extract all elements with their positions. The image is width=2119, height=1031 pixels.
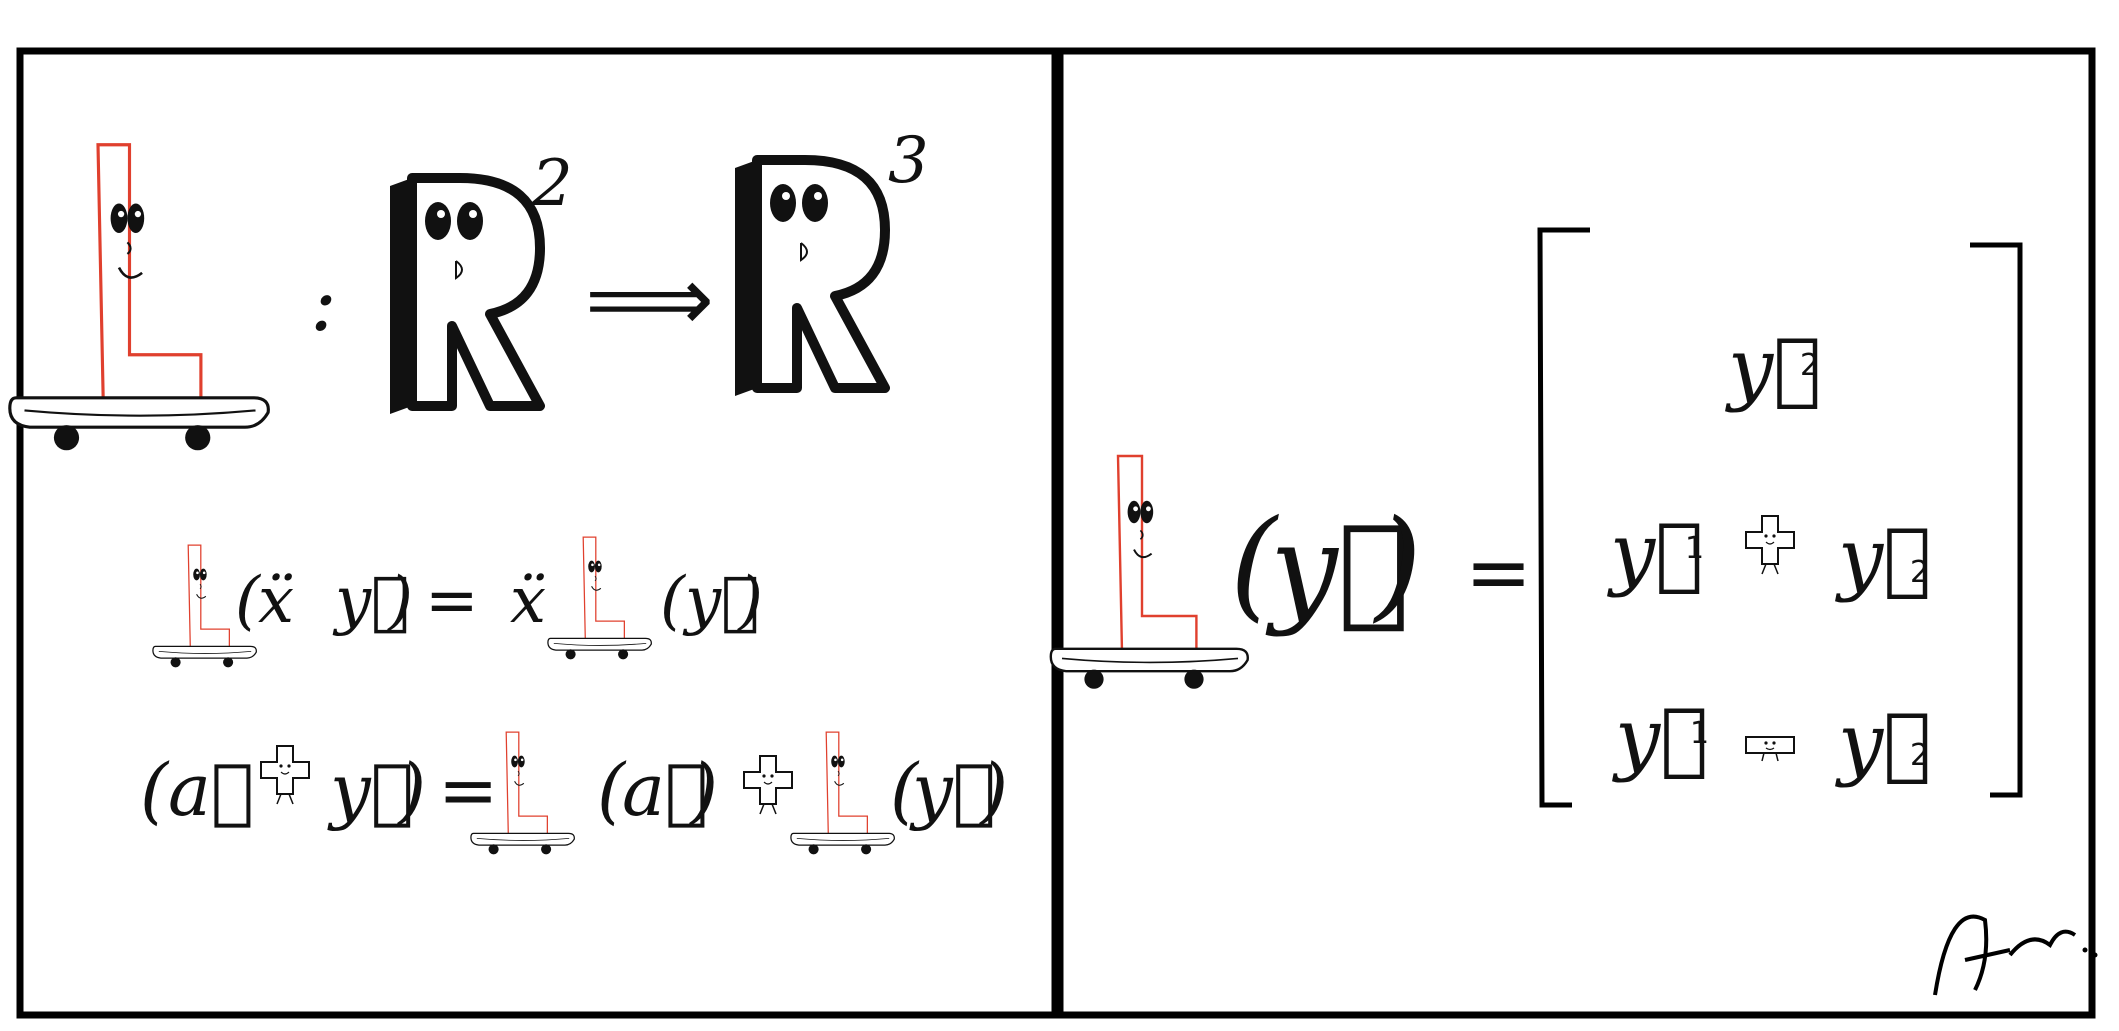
rhs-lhs-paren-open: ( [1230, 495, 1279, 634]
map-letter-large: L [138, 329, 139, 331]
map-character-small-2 [547, 536, 652, 660]
matrix-right-bracket [1970, 242, 2023, 798]
homog-scalar: ẍ [258, 564, 294, 638]
right-panel-frame [1056, 47, 2096, 1019]
minus-character-matrix [1745, 736, 1795, 762]
add-paren-close: ) [396, 748, 426, 832]
homog-paren-open: ( [235, 564, 262, 638]
homog-rhs-paren-open: ( [660, 564, 687, 638]
homog-paren-close: ) [386, 564, 413, 638]
matrix-r2-vector-b: y⃗ [1835, 511, 1931, 604]
add-paren-open: ( [140, 748, 170, 832]
domain-exponent: 2 [531, 147, 573, 221]
domain-space-character [390, 178, 540, 414]
homog-rhs-scalar: ẍ [510, 564, 546, 638]
matrix-r1-subscript: 2 [1800, 348, 1819, 383]
map-colon: : [310, 256, 337, 349]
rhs-equals: = [1465, 526, 1532, 619]
homog-vector: y⃗ [332, 564, 410, 638]
homog-equals: = [425, 564, 479, 638]
left-panel-frame [16, 47, 1059, 1019]
add-rhs-a-paren-open: ( [597, 748, 627, 832]
add-equals: = [438, 748, 498, 832]
matrix-left-bracket [1537, 227, 1590, 808]
maps-to-arrow: ⟹ [585, 247, 714, 352]
plus-character-2 [743, 755, 793, 815]
map-character-large [8, 143, 270, 452]
matrix-r3-vector-b: y⃗ [1835, 696, 1931, 789]
add-vector-a: a⃗ [168, 748, 254, 832]
matrix-r3-subscript-b: 2 [1910, 738, 1929, 773]
matrix-r3-vector-a: y⃗ [1612, 691, 1708, 784]
add-vector-y: y⃗ [327, 748, 414, 832]
matrix-r1-vector: y⃗ [1725, 321, 1821, 414]
artist-signature [1933, 914, 2098, 996]
map-character-medium [1049, 454, 1249, 690]
plus-character-1 [260, 745, 310, 805]
add-rhs-y-paren-close: ) [978, 748, 1008, 832]
rhs-lhs-vector: y⃗ [1265, 500, 1410, 639]
add-rhs-y-paren-open: ( [890, 748, 920, 832]
add-rhs-vector-a: a⃗ [622, 748, 708, 832]
matrix-r2-subscript-a: 1 [1685, 531, 1704, 566]
codomain-exponent: 3 [888, 124, 929, 198]
homog-rhs-paren-close: ) [736, 564, 763, 638]
homog-rhs-vector: y⃗ [682, 564, 760, 638]
matrix-r3-subscript-a: 1 [1690, 716, 1709, 751]
plus-character-matrix [1745, 515, 1795, 575]
add-rhs-vector-y: y⃗ [909, 748, 996, 832]
matrix-r2-vector-a: y⃗ [1607, 506, 1703, 599]
map-character-small-4 [790, 731, 895, 855]
matrix-r2-subscript-b: 2 [1910, 555, 1929, 590]
codomain-space-character [735, 160, 885, 396]
add-rhs-a-paren-close: ) [688, 748, 718, 832]
rhs-lhs-paren-close: ) [1372, 495, 1422, 634]
